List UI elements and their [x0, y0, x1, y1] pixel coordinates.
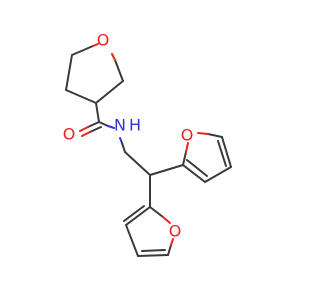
oxygen-furan-bottom-label: O	[169, 222, 182, 241]
oxygen-carbonyl-label: O	[63, 125, 76, 144]
bond-fr-c4-c5-double	[217, 140, 227, 167]
bond-fr-c3-c4	[204, 166, 232, 183]
bond-carbonyl-c-o-2	[89, 126, 102, 133]
bond-fr-c2-c3	[182, 164, 206, 183]
bond-fb-o-c5	[170, 238, 174, 246]
bond-fb-c4-c5-double	[141, 249, 166, 252]
bond-fb-c5-o	[167, 244, 172, 256]
bond-n-ch2-c	[121, 142, 126, 153]
bond-thf-c2-o	[71, 45, 94, 56]
oxygen-thf-label: O	[97, 31, 110, 50]
bond-fr-c4-c5	[221, 136, 232, 168]
oxygen-furan-right-label: O	[181, 126, 194, 145]
bond-fb-c2-o	[149, 206, 164, 218]
bond-fb-c3-c4	[125, 224, 139, 257]
bond-fb-c2-c3	[125, 206, 151, 226]
bond-fr-o-c2	[185, 142, 189, 153]
amide-group	[79, 102, 126, 153]
bond-fb-o-c2	[162, 216, 171, 224]
bond-fr-c5-o	[207, 133, 223, 138]
hydrogen-label: H	[129, 116, 141, 135]
ethyl-linker	[124, 151, 184, 208]
bond-ch-furan-right	[149, 164, 184, 176]
furan-ring-right	[182, 132, 232, 183]
bond-thf-c2-c3	[65, 54, 73, 91]
bond-n-carbonyl	[107, 125, 115, 129]
bond-fr-o-c5	[197, 132, 209, 135]
bond-fr-c2-c3-double	[186, 159, 208, 177]
tetrahydrofuran-ring	[65, 43, 124, 104]
molecule-canvas: O O N H O	[63, 31, 232, 257]
furan-ring-bottom	[123, 205, 174, 257]
structure-diagram: O O N H O	[63, 31, 232, 257]
bond-thf-o-c2	[92, 43, 99, 47]
bond-carbonyl-o-2	[81, 131, 91, 137]
bond-c4-carbonyl	[95, 102, 100, 123]
bond-thf-c5-o	[114, 59, 124, 82]
bond-carbonyl-c-o-1	[87, 121, 100, 128]
bond-fb-c2-c3-double	[123, 205, 145, 222]
bond-ch2-ch	[124, 151, 151, 176]
bond-fb-c4-c5	[137, 254, 169, 257]
bond-thf-o-c5	[111, 53, 116, 61]
bond-fr-c2-o	[182, 151, 187, 166]
bond-carbonyl-o-1	[79, 126, 89, 132]
bond-thf-c3-c4	[65, 89, 97, 104]
bond-carbonyl-n	[98, 121, 109, 127]
bond-thf-c4-c5	[95, 80, 124, 104]
nitrogen-label: N	[114, 116, 126, 135]
